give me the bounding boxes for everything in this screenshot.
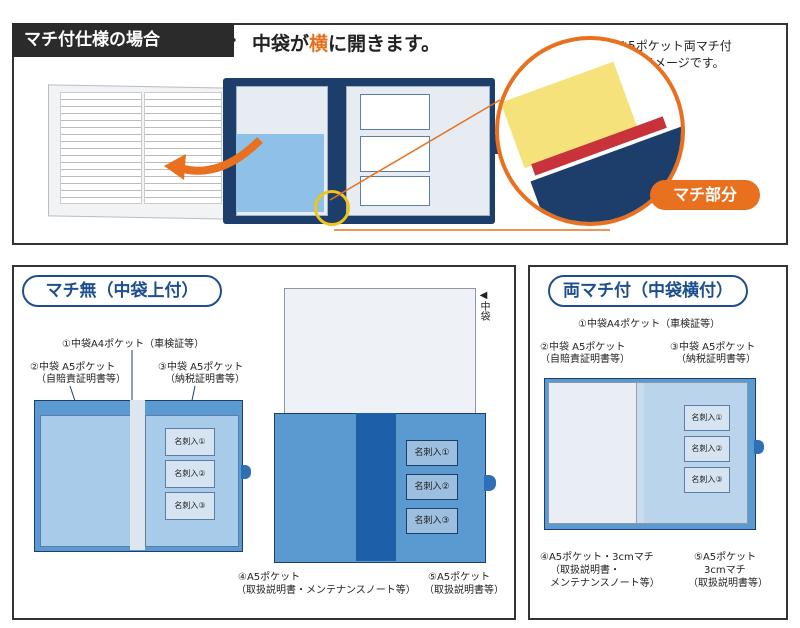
right-pocket5-label1: ⑤A5ポケット bbox=[694, 552, 757, 563]
document-page bbox=[144, 92, 222, 204]
inner-tab-text: ◀中袋 bbox=[478, 290, 489, 321]
section-tag: マチ付仕様の場合 bbox=[12, 23, 234, 57]
big-folder-spine bbox=[356, 413, 396, 561]
headline: 中袋が横に開きます。 bbox=[252, 29, 440, 56]
right-card-slot-3: 名刺入③ bbox=[684, 467, 730, 493]
right-pocket4-label2: （取扱説明書・ bbox=[550, 565, 620, 576]
section-tag-text: マチ付仕様の場合 bbox=[24, 30, 160, 50]
right-panel bbox=[528, 265, 788, 620]
big-card-slot-3: 名刺入③ bbox=[406, 508, 458, 534]
left-pocket4-label1: ④A5ポケット bbox=[238, 572, 301, 583]
right-pocket2-label2: （自賠責証明書等） bbox=[540, 354, 630, 365]
right-pocket1-label: ①中袋A4ポケット（車検証等） bbox=[578, 319, 721, 330]
left-pocket5-label1: ⑤A5ポケット bbox=[428, 572, 491, 583]
right-card-label-2: 名刺入② bbox=[691, 444, 723, 453]
left-pocket5-label2: （取扱説明書等） bbox=[424, 585, 504, 596]
left-pocket3-label2: （納税証明書等） bbox=[165, 374, 245, 385]
tag-arrow bbox=[222, 23, 236, 57]
right-pocket3-label1: ③中袋 A5ポケット bbox=[670, 342, 756, 353]
headline-emphasis: 横 bbox=[309, 33, 329, 55]
right-card-slot-1: 名刺入① bbox=[684, 405, 730, 431]
left-pocket4-label2: （取扱説明書・メンテナンスノート等） bbox=[236, 585, 416, 596]
top-panel bbox=[12, 23, 788, 245]
right-open-sheet bbox=[548, 382, 645, 524]
gusset-spot bbox=[314, 190, 350, 226]
callout-badge: マチ部分 bbox=[650, 180, 760, 210]
card-label-2: 名刺入② bbox=[174, 469, 206, 478]
left-clasp[interactable] bbox=[241, 465, 251, 479]
open-direction-arrow-icon bbox=[164, 137, 263, 180]
right-pocket5-label2: 3cmマチ bbox=[704, 565, 746, 576]
big-card-slot-2: 名刺入② bbox=[406, 474, 458, 500]
business-card bbox=[360, 94, 430, 130]
right-pocket2-label1: ②中袋 A5ポケット bbox=[540, 342, 626, 353]
left-panel bbox=[12, 265, 516, 620]
card-label-3: 名刺入③ bbox=[174, 501, 206, 510]
left-spine bbox=[130, 400, 145, 550]
card-slot-3: 名刺入③ bbox=[165, 492, 215, 520]
left-pocket3-label1: ③中袋 A5ポケット bbox=[158, 362, 244, 373]
right-clasp[interactable] bbox=[754, 440, 764, 454]
right-pocket3-label2: （納税証明書等） bbox=[676, 354, 756, 365]
right-title-text: 両マチ付（中袋横付） bbox=[563, 281, 733, 301]
left-pocket1-label: ①中袋A4ポケット（車検証等） bbox=[62, 339, 205, 350]
note-line1: ※5ポケット両マチ付 bbox=[618, 39, 732, 53]
left-inner-sheet-a bbox=[40, 415, 132, 547]
business-card bbox=[360, 176, 430, 206]
big-card-label-3: 名刺入③ bbox=[414, 516, 450, 526]
left-pocket2-label1: ②中袋 A5ポケット bbox=[30, 362, 116, 373]
headline-post: に開きます。 bbox=[328, 33, 441, 55]
big-card-label-2: 名刺入② bbox=[414, 482, 450, 492]
card-slot-2: 名刺入② bbox=[165, 460, 215, 488]
right-pocket4-label3: メンテナンスノート等） bbox=[550, 578, 660, 589]
left-title-text: マチ無（中袋上付） bbox=[45, 281, 199, 301]
big-card-label-1: 名刺入① bbox=[414, 448, 450, 458]
big-card-slot-1: 名刺入① bbox=[406, 440, 458, 466]
case-photo bbox=[48, 78, 508, 228]
right-pocket5-label3: （取扱説明書等） bbox=[688, 578, 768, 589]
business-card bbox=[360, 136, 430, 172]
zoom-connector bbox=[329, 99, 610, 231]
card-label-1: 名刺入① bbox=[174, 437, 206, 446]
callout-text: マチ部分 bbox=[672, 185, 737, 204]
right-card-label-1: 名刺入① bbox=[691, 413, 723, 422]
big-clasp[interactable] bbox=[484, 475, 496, 491]
right-title: 両マチ付（中袋横付） bbox=[548, 275, 748, 307]
left-pocket2-label2: （自賠責証明書等） bbox=[36, 374, 126, 385]
inner-a4-sheet bbox=[284, 288, 476, 415]
document-page bbox=[60, 92, 142, 204]
right-pocket4-label1: ④A5ポケット・3cmマチ bbox=[540, 552, 654, 563]
left-title: マチ無（中袋上付） bbox=[22, 275, 222, 307]
card-slot-1: 名刺入① bbox=[165, 428, 215, 456]
inner-tab-label: ◀中袋 bbox=[476, 290, 491, 321]
headline-pre: 中袋が bbox=[252, 33, 310, 55]
right-card-label-3: 名刺入③ bbox=[691, 475, 723, 484]
right-card-slot-2: 名刺入② bbox=[684, 436, 730, 462]
